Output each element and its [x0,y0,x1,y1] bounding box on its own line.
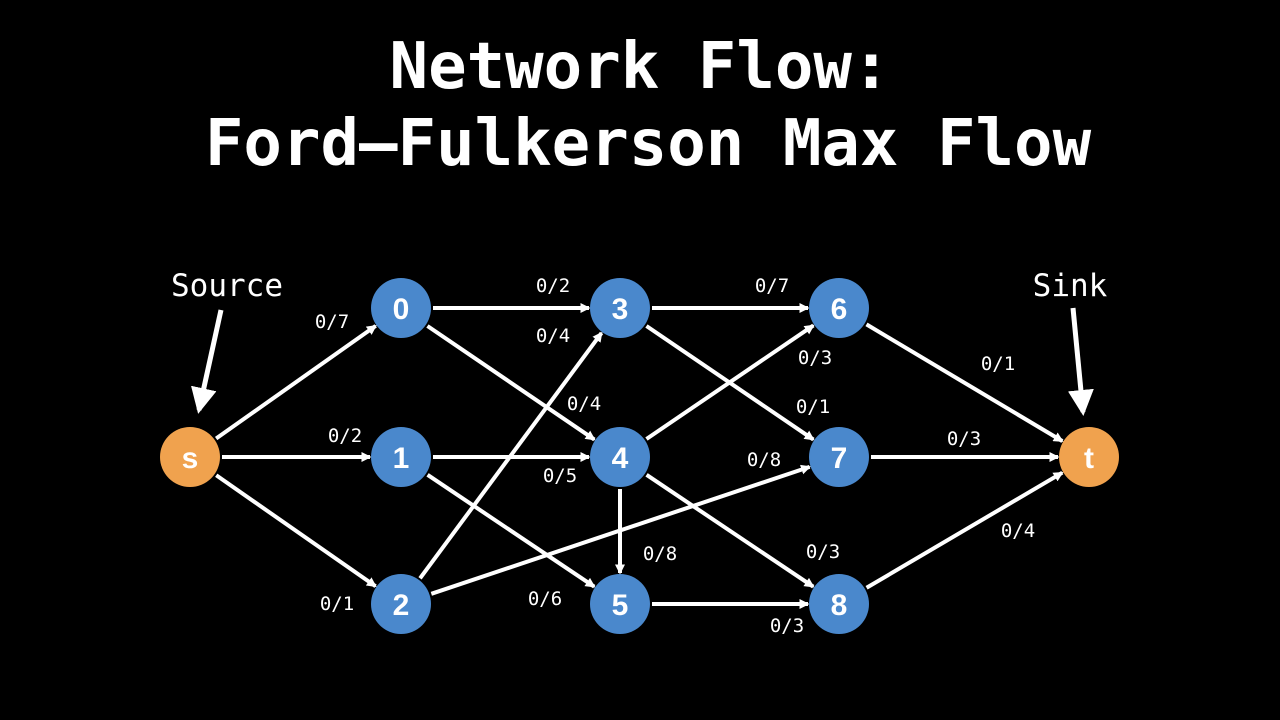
node-s: s [160,427,220,487]
edge-label-3-6: 0/7 [755,275,789,297]
title-line-2: Ford–Fulkerson Max Flow [205,107,1092,181]
edge-0-4 [426,324,596,442]
edge-2-3 [418,331,604,580]
edge-label-2-7: 0/8 [747,449,781,471]
edge-8-t [865,470,1064,590]
node-label-2: 2 [393,589,410,622]
edge-capacity-labels: 0/7 0/2 0/1 0/2 0/4 0/5 0/6 0/4 0/8 0/7 0/1 0/3 0/8 0… [315,275,1035,637]
node-5: 5 [590,574,650,634]
node-circle-4 [590,427,650,487]
node-4: 4 [590,427,650,487]
node-label-4: 4 [612,442,629,475]
node-1: 1 [371,427,431,487]
sink-callout-label: Sink [1033,268,1108,304]
node-circle-6 [809,278,869,338]
node-8: 8 [809,574,869,634]
edge-label-8-t: 0/4 [1001,520,1035,542]
edge-4-6 [645,323,815,441]
node-3: 3 [590,278,650,338]
edge-s-0 [214,324,377,441]
node-circle-3 [590,278,650,338]
node-circle-5 [590,574,650,634]
nodes-layer: s 0 1 2 3 4 5 6 7 8 t [160,278,1119,634]
edge-label-4-6: 0/3 [798,347,832,369]
edge-label-3-7: 0/1 [796,396,830,418]
edge-1-5 [426,473,596,589]
edge-label-s-1: 0/2 [328,425,362,447]
edge-label-2-3: 0/4 [536,325,570,347]
edge-s-2 [215,473,377,588]
node-label-0: 0 [393,293,410,326]
node-circle-s [160,427,220,487]
node-label-5: 5 [612,589,629,622]
edge-label-4-5: 0/8 [643,543,677,565]
edge-label-0-4: 0/4 [567,393,601,415]
node-circle-8 [809,574,869,634]
node-circle-2 [371,574,431,634]
node-label-1: 1 [393,442,410,475]
edge-label-1-5: 0/6 [528,588,562,610]
title-line-1: Network Flow: [390,30,891,104]
source-callout-arrow [191,309,224,414]
edge-label-s-2: 0/1 [320,593,354,615]
edge-4-8 [645,473,815,589]
source-callout-label: Source [171,268,283,304]
node-7: 7 [809,427,869,487]
node-circle-7 [809,427,869,487]
edge-label-s-0: 0/7 [315,311,349,333]
edge-label-7-t: 0/3 [947,428,981,450]
edge-6-t [865,322,1064,443]
edge-label-0-3: 0/2 [536,275,570,297]
edge-label-5-8: 0/3 [770,615,804,637]
node-circle-1 [371,427,431,487]
node-label-7: 7 [831,442,848,475]
node-label-s: s [182,442,199,475]
node-label-8: 8 [831,589,848,622]
node-2: 2 [371,574,431,634]
node-label-6: 6 [831,293,848,326]
node-0: 0 [371,278,431,338]
sink-callout-arrow [1067,307,1094,416]
node-t: t [1059,427,1119,487]
edge-label-4-8: 0/3 [806,541,840,563]
edge-label-6-t: 0/1 [981,353,1015,375]
node-circle-0 [371,278,431,338]
edge-label-1-4: 0/5 [543,465,577,487]
node-6: 6 [809,278,869,338]
node-label-t: t [1084,442,1094,475]
node-circle-t [1059,427,1119,487]
node-label-3: 3 [612,293,629,326]
edges-layer [214,303,1064,609]
